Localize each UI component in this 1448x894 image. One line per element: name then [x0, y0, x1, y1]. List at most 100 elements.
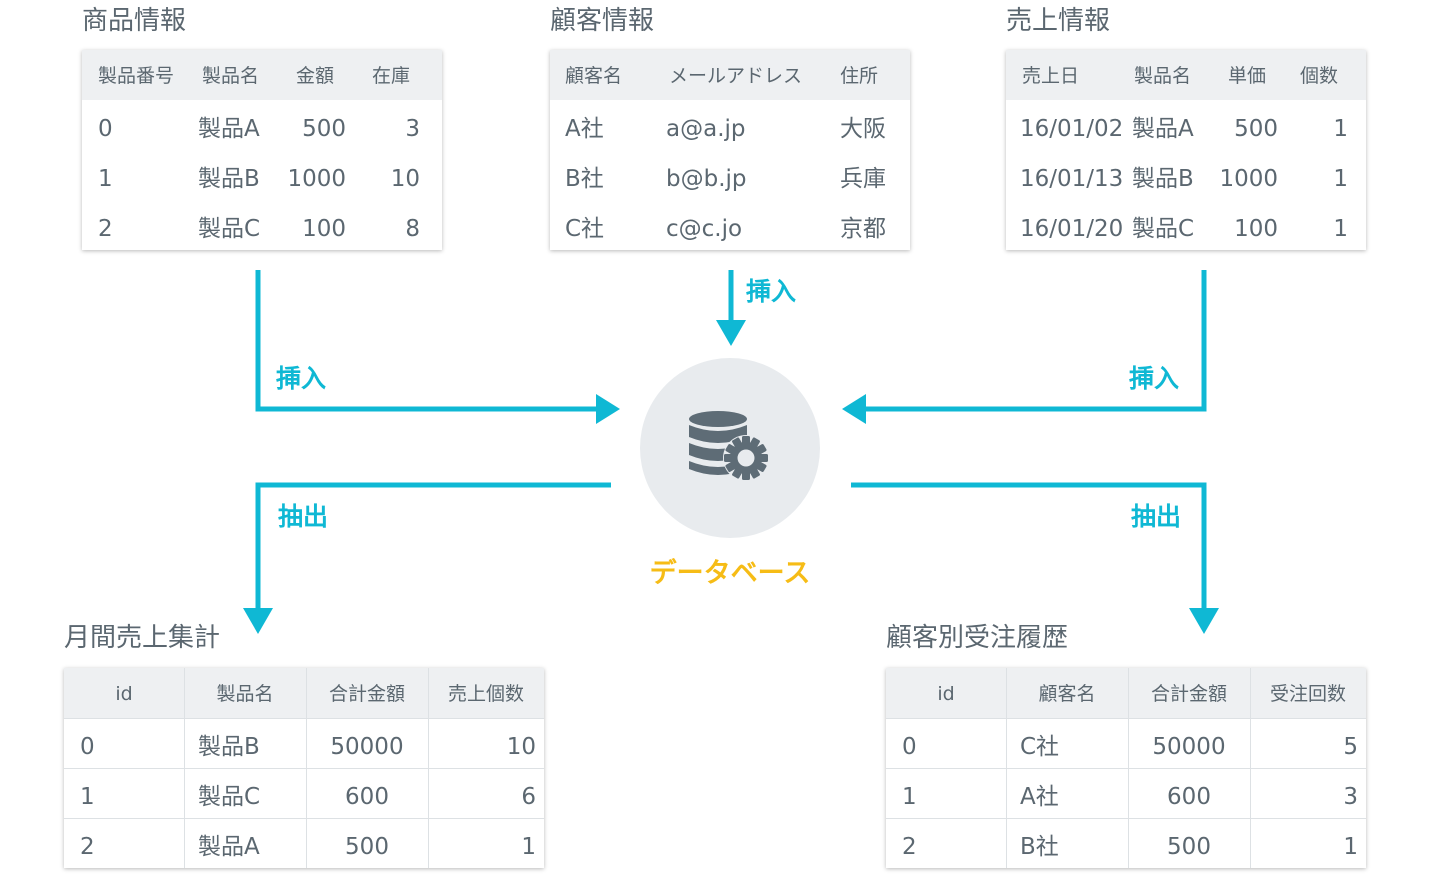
table-cell: B社: [1020, 834, 1059, 860]
table-cell: 製品C: [198, 784, 261, 810]
table-cell: 1: [902, 784, 917, 810]
table-cell: A社: [1020, 784, 1059, 810]
table-cell: 100: [302, 216, 346, 242]
insert-arrow-right: [866, 270, 1207, 412]
arrowhead-right-extract: [1189, 608, 1219, 634]
table-cell: 1: [1333, 166, 1348, 192]
table-cell: 3: [405, 116, 420, 142]
table-cell: 2: [902, 834, 917, 860]
table-cell: 0: [80, 734, 95, 760]
column-header: 受注回数: [1269, 683, 1346, 705]
table-cell: 5: [1343, 734, 1358, 760]
table-cell: 1: [98, 166, 113, 192]
table-cell: 1: [521, 834, 536, 860]
column-header: 合計金額: [328, 683, 405, 705]
insert-label-right: 挿入: [1129, 364, 1180, 393]
product-table-title: 商品情報: [82, 6, 187, 36]
customer-orders-title: 顧客別受注履歴: [886, 623, 1069, 653]
column-header: 金額: [296, 65, 335, 87]
extract-label-left: 抽出: [278, 502, 329, 531]
column-header: 合計金額: [1150, 683, 1227, 705]
table-cell: 製品A: [198, 834, 260, 860]
customer-table-title: 顧客情報: [550, 6, 655, 36]
table-cell: 50000: [1152, 734, 1226, 760]
column-header: 製品番号: [98, 65, 175, 87]
table-cell: C社: [1020, 734, 1060, 760]
table-cell: A社: [565, 116, 604, 142]
column-header: 製品名: [216, 683, 274, 705]
database-gear-icon: [689, 411, 769, 481]
table-cell: 6: [521, 784, 536, 810]
table-cell: 16/01/13: [1020, 166, 1124, 192]
table-cell: 10: [390, 166, 420, 192]
table-cell: B社: [565, 166, 604, 192]
column-header: 売上日: [1022, 65, 1080, 87]
table-cell: a@a.jp: [666, 116, 746, 142]
arrowhead-left-extract: [243, 608, 273, 634]
table-cell: 1: [1333, 216, 1348, 242]
extract-arrow-right: [851, 482, 1207, 610]
table-cell: 0: [902, 734, 917, 760]
column-header: 単価: [1228, 65, 1267, 87]
table-cell: 製品C: [1132, 216, 1195, 242]
column-header: 顧客名: [565, 65, 623, 87]
table-cell: 製品B: [198, 734, 260, 760]
product-table: 製品番号 製品名 金額 在庫 0 製品A 500 3 1 製品B 1000 10…: [82, 50, 442, 250]
table-cell: 10: [506, 734, 536, 760]
database-node: [640, 358, 820, 538]
table-cell: 製品B: [198, 166, 260, 192]
monthly-sales-table: id 製品名 合計金額 売上個数 0 製品B 50000 10 1 製品C 60…: [64, 668, 544, 868]
table-cell: 0: [98, 116, 113, 142]
insert-label-center: 挿入: [746, 277, 797, 306]
sales-table-title: 売上情報: [1006, 6, 1111, 36]
table-cell: 50000: [330, 734, 404, 760]
table-cell: 3: [1343, 784, 1358, 810]
arrowhead-left-insert: [596, 394, 620, 424]
table-cell: b@b.jp: [666, 166, 747, 192]
arrowhead-right-insert: [842, 394, 866, 424]
table-cell: 製品A: [198, 116, 260, 142]
table-header: [886, 668, 1366, 718]
table-cell: 16/01/02: [1020, 116, 1124, 142]
table-cell: 1: [1343, 834, 1358, 860]
table-cell: 製品A: [1132, 116, 1194, 142]
table-cell: c@c.jo: [666, 216, 743, 242]
column-header: id: [115, 683, 133, 705]
table-cell: 1: [1333, 116, 1348, 142]
extract-arrow-left: [255, 482, 611, 610]
customer-orders-table: id 顧客名 合計金額 受注回数 0 C社 50000 5 1 A社 600 3…: [886, 668, 1366, 868]
table-cell: 100: [1234, 216, 1278, 242]
table-cell: 兵庫: [840, 166, 886, 192]
table-cell: 製品C: [198, 216, 261, 242]
table-cell: 8: [405, 216, 420, 242]
table-cell: 600: [1167, 784, 1211, 810]
table-cell: 1000: [287, 166, 346, 192]
table-cell: C社: [565, 216, 605, 242]
column-header: 製品名: [202, 65, 260, 87]
column-header: 個数: [1300, 65, 1339, 87]
monthly-sales-title: 月間売上集計: [64, 623, 221, 653]
table-cell: 500: [1167, 834, 1211, 860]
table-cell: 大阪: [840, 116, 886, 142]
table-header: [1006, 50, 1366, 100]
table-cell: 製品B: [1132, 166, 1194, 192]
column-header: 住所: [840, 65, 879, 87]
column-header: id: [937, 683, 955, 705]
table-cell: 2: [98, 216, 113, 242]
arrowhead-center-insert: [716, 320, 746, 346]
sales-table: 売上日 製品名 単価 個数 16/01/02 製品A 500 1 16/01/1…: [1006, 50, 1366, 250]
column-header: 在庫: [372, 65, 411, 87]
table-header: [64, 668, 544, 718]
column-header: メールアドレス: [669, 65, 803, 87]
customer-table: 顧客名 メールアドレス 住所 A社 a@a.jp 大阪 B社 b@b.jp 兵庫…: [550, 50, 910, 250]
table-cell: 600: [345, 784, 389, 810]
table-cell: 500: [345, 834, 389, 860]
table-cell: 1000: [1219, 166, 1278, 192]
table-cell: 京都: [840, 216, 886, 242]
table-cell: 16/01/20: [1020, 216, 1124, 242]
column-header: 売上個数: [447, 683, 524, 705]
column-header: 製品名: [1134, 65, 1192, 87]
database-label: データベース: [649, 558, 811, 589]
table-cell: 2: [80, 834, 95, 860]
